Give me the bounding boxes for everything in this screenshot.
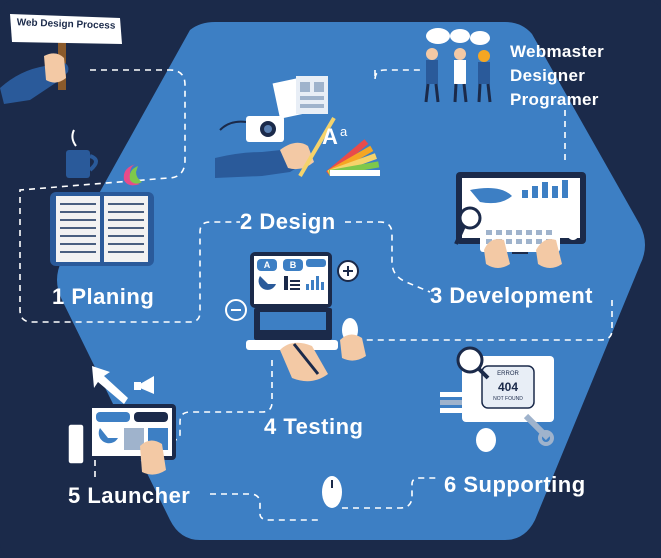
- font-icon-small: a: [340, 124, 348, 139]
- keyboard-icon: [480, 220, 580, 268]
- notebook-icon: [50, 192, 154, 266]
- role-webmaster: Webmaster: [510, 42, 605, 61]
- tablet-tab-a: A: [263, 260, 271, 270]
- zoom-in-icon: [337, 260, 359, 282]
- design-laptop-icon: [246, 252, 338, 382]
- tablet-tab-b: B: [289, 260, 297, 270]
- crescent-logo-icon: [123, 164, 142, 186]
- role-designer: Designer: [510, 66, 586, 85]
- megaphone-icon: [134, 376, 154, 394]
- process-path: [19, 69, 613, 521]
- error-caption: NOT FOUND: [493, 396, 523, 402]
- step-design-label: 2 Design: [240, 209, 336, 234]
- error-screen-icon: [440, 346, 554, 452]
- color-swatches-icon: [326, 139, 380, 176]
- error-title: ERROR: [497, 371, 519, 377]
- step-launcher-label: 5 Launcher: [68, 483, 191, 508]
- step-development-label: 3 Development: [430, 283, 593, 308]
- mouse-icon: [340, 318, 366, 361]
- team-people-icon: [424, 28, 492, 103]
- camera-icon: [219, 116, 284, 142]
- role-programer: Programer: [510, 90, 599, 109]
- step-supporting-label: 6 Supporting: [444, 472, 586, 497]
- magnifier-icon: [454, 206, 482, 245]
- step-testing-label: 4 Testing: [264, 414, 364, 439]
- zoom-out-icon: [225, 299, 247, 321]
- font-icon-large: A: [322, 124, 338, 149]
- coffee-cup-icon: [66, 129, 98, 178]
- error-code: 404: [497, 380, 519, 394]
- team-roles: Webmaster Designer Programer: [510, 40, 604, 112]
- click-mouse-icon: [322, 476, 342, 508]
- signpost-icon: [0, 14, 122, 104]
- step-planing-label: 1 Planing: [52, 284, 155, 309]
- launch-devices-icon: [67, 404, 176, 475]
- pencil-hand-icon: [215, 116, 336, 178]
- rocket-arrow-icon: [92, 366, 128, 404]
- layout-sketches-icon: [272, 76, 328, 119]
